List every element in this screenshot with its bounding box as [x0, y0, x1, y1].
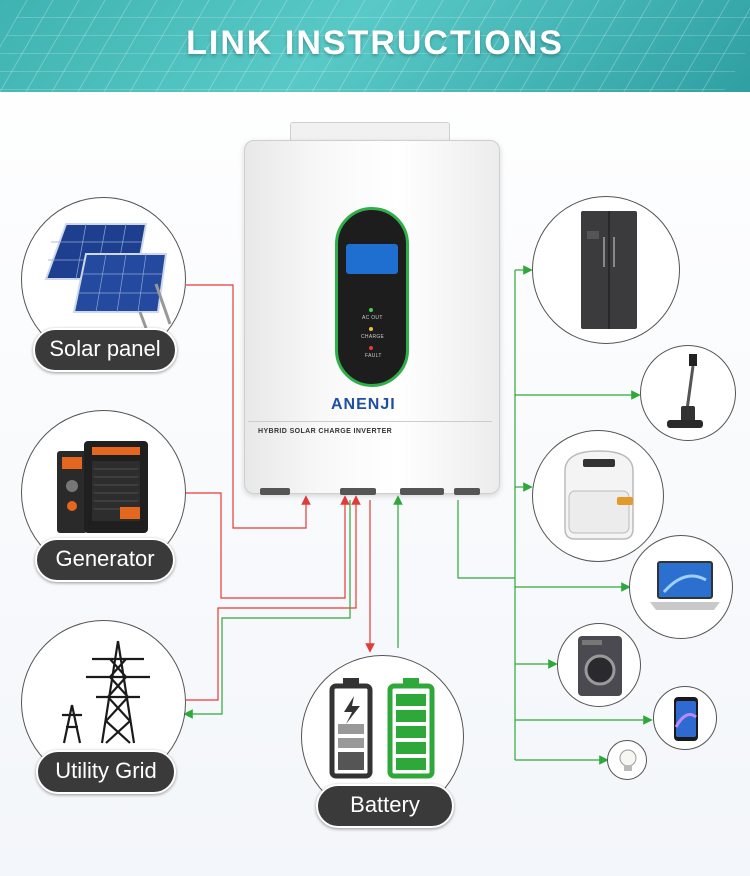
solar-panel-icon [44, 223, 172, 329]
battery-label: Battery [316, 784, 454, 828]
brand-logo: ANENJI [331, 396, 396, 413]
washing-machine-icon [578, 636, 622, 696]
grid-output-wire [183, 500, 351, 719]
fault-led [369, 346, 373, 350]
battery-icon [329, 678, 435, 779]
light-bulb-icon [619, 749, 637, 771]
load-air-fryer [532, 430, 664, 562]
generator-label: Generator [35, 538, 175, 582]
vacuum-icon [667, 354, 703, 428]
load-laptop [629, 535, 733, 639]
charge-led [369, 327, 373, 331]
generator-wire [186, 492, 350, 599]
generator-icon [57, 441, 148, 533]
inverter-display-panel [335, 207, 409, 387]
fault-label: FAULT [365, 353, 382, 359]
air-fryer-icon [564, 450, 634, 540]
banner: LINK INSTRUCTIONS [0, 0, 750, 92]
power-tower-icon [62, 640, 150, 744]
load-smartphone [653, 686, 717, 750]
refrigerator-icon [581, 211, 637, 329]
smartphone-icon [674, 697, 698, 741]
ac-out-led [369, 308, 373, 312]
load-refrigerator [532, 196, 680, 344]
solar-panel-label: Solar panel [33, 328, 177, 372]
load-bus [457, 500, 515, 579]
inverter-ports [260, 488, 480, 495]
load-washing-machine [557, 623, 641, 707]
grid-input-wire [186, 495, 361, 701]
lcd-screen [346, 244, 398, 274]
load-light-bulb [607, 740, 647, 780]
ac-out-label: AC OUT [362, 315, 383, 321]
load-vacuum [640, 345, 736, 441]
charge-label: CHARGE [361, 334, 385, 340]
panel-divider [248, 421, 492, 422]
page-title: LINK INSTRUCTIONS [186, 24, 564, 62]
solar-wire [186, 284, 311, 529]
utility-grid-label: Utility Grid [36, 750, 176, 794]
laptop-icon [650, 561, 720, 610]
model-name: HYBRID SOLAR CHARGE INVERTER [258, 428, 393, 435]
